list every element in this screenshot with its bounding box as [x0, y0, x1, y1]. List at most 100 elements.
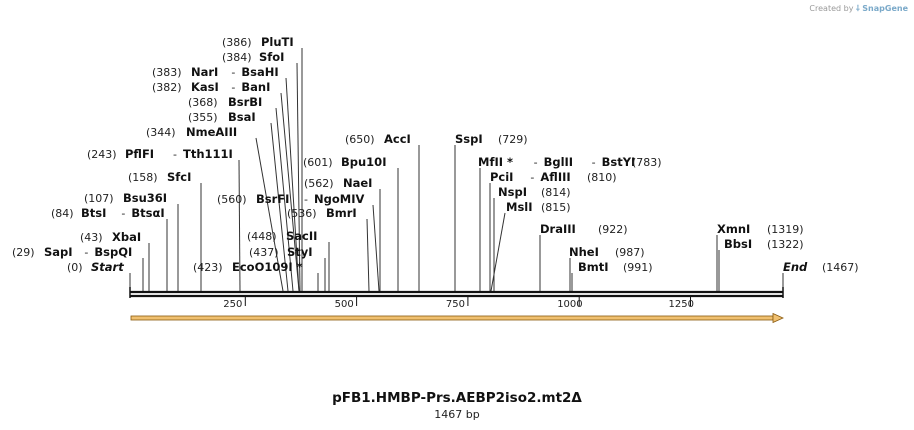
- restriction-site[interactable]: StyI(437): [249, 245, 313, 259]
- restriction-site[interactable]: BmrI (536): [287, 206, 357, 220]
- site-separator: -: [84, 246, 88, 259]
- site-connector-line: [296, 62, 301, 292]
- feature-arrow: [130, 312, 784, 324]
- site-name: SacII: [286, 229, 317, 243]
- site-name: KasI: [191, 80, 219, 94]
- site-position: (448): [247, 230, 277, 243]
- site-position: (158): [128, 171, 158, 184]
- site-position: (729): [498, 133, 528, 146]
- site-name: Start: [91, 260, 124, 274]
- site-separator: -: [534, 156, 538, 169]
- site-position: (1319): [767, 223, 804, 236]
- restriction-site[interactable]: PflFI-Tth111I(243): [87, 147, 233, 161]
- ruler-tick-label: 750: [446, 299, 465, 310]
- site-separator: -: [231, 81, 235, 94]
- restriction-site[interactable]: Bpu10I(601): [303, 155, 386, 169]
- site-name: BtsI: [81, 206, 106, 220]
- restriction-site[interactable]: SapI-BspQI(29): [12, 245, 132, 259]
- site-position: (382): [152, 81, 182, 94]
- restriction-site[interactable]: MslI(815): [506, 200, 571, 214]
- site-name: NspI: [498, 185, 527, 199]
- site-position: (43): [80, 231, 103, 244]
- site-position: (560): [217, 193, 247, 206]
- restriction-site[interactable]: BsrFI-NgoMIV(560): [217, 192, 364, 206]
- site-separator: -: [121, 207, 125, 220]
- site-name: NgoMIV: [314, 192, 364, 206]
- restriction-site[interactable]: XbaI(43): [80, 230, 141, 244]
- site-name: Tth111I: [183, 147, 233, 161]
- site-name: NmeAIII: [186, 125, 237, 139]
- ruler-tick-label: 1000: [557, 299, 582, 310]
- site-position: (987): [615, 246, 645, 259]
- site-separator: -: [592, 156, 596, 169]
- restriction-site[interactable]: SfcI(158): [128, 170, 191, 184]
- site-connector-line: [270, 122, 289, 292]
- site-position: (384): [222, 51, 252, 64]
- restriction-site[interactable]: XmnI (1319): [717, 222, 804, 236]
- map-length: 1467 bp: [434, 408, 480, 421]
- credit-brand: SnapGene: [862, 4, 908, 13]
- restriction-site[interactable]: BsaI(355): [188, 110, 256, 124]
- restriction-site[interactable]: EcoO109I *(423): [193, 260, 303, 274]
- site-position: (437): [249, 246, 279, 259]
- site-name: Bpu10I: [341, 155, 386, 169]
- site-name: MfII *: [478, 155, 513, 169]
- site-separator: -: [231, 66, 235, 79]
- restriction-site[interactable]: PciI-AflIII(810): [490, 170, 617, 184]
- restriction-site[interactable]: NheI (987): [569, 245, 645, 259]
- restriction-site[interactable]: BtsI -BtsαI (84): [51, 206, 165, 220]
- site-position: (991): [623, 261, 653, 274]
- site-position: (815): [541, 201, 571, 214]
- site-position: (0): [67, 261, 83, 274]
- restriction-site[interactable]: Start (0): [67, 260, 124, 274]
- restriction-site[interactable]: BbsI(1322): [724, 237, 804, 251]
- site-connector-line: [238, 159, 241, 292]
- site-name: SspI: [455, 132, 483, 146]
- restriction-site[interactable]: SfoI(384): [222, 50, 284, 64]
- restriction-site[interactable]: End(1467): [783, 260, 859, 274]
- site-name: BspQI: [94, 245, 132, 259]
- snapgene-credit: Created by ⸸ SnapGene: [809, 3, 908, 14]
- restriction-site[interactable]: BsrBI(368): [188, 95, 262, 109]
- restriction-site[interactable]: NmeAIII(344): [146, 125, 237, 139]
- restriction-site[interactable]: KasI-BanI(382): [152, 80, 270, 94]
- site-labels: PluTI(386)SfoI(384)NarI-BsaHI(383)KasI-B…: [12, 35, 859, 274]
- restriction-site[interactable]: NspI(814): [498, 185, 571, 199]
- restriction-site[interactable]: SspI (729): [455, 132, 528, 146]
- site-position: (29): [12, 246, 35, 259]
- site-connector-line: [255, 137, 284, 292]
- site-connectors: [129, 48, 784, 292]
- site-position: (1322): [767, 238, 804, 251]
- site-position: (84): [51, 207, 74, 220]
- site-position: (536): [287, 207, 317, 220]
- site-connector-line: [372, 204, 380, 292]
- site-name: BsrFI: [256, 192, 289, 206]
- restriction-site[interactable]: Bsu36I(107): [84, 191, 167, 205]
- restriction-site[interactable]: DraIII(922): [540, 222, 628, 236]
- site-name: NheI: [569, 245, 599, 259]
- site-name: DraIII: [540, 222, 576, 236]
- site-separator: -: [530, 171, 534, 184]
- site-name: XmnI: [717, 222, 750, 236]
- restriction-site[interactable]: NarI-BsaHI(383): [152, 65, 279, 79]
- site-name: BmrI: [326, 206, 357, 220]
- site-name: BstYI: [602, 155, 636, 169]
- site-position: (783): [632, 156, 662, 169]
- site-name: NarI: [191, 65, 218, 79]
- snapgene-logo-icon: ⸸: [855, 4, 860, 13]
- site-position: (383): [152, 66, 182, 79]
- restriction-site[interactable]: AccI(650): [345, 132, 411, 146]
- restriction-site[interactable]: PluTI(386): [222, 35, 294, 49]
- restriction-site[interactable]: NaeI(562): [304, 176, 372, 190]
- restriction-site[interactable]: BmtI(991): [578, 260, 653, 274]
- site-separator: -: [173, 148, 177, 161]
- restriction-site[interactable]: SacII (448): [247, 229, 317, 243]
- site-name: AflIII: [540, 170, 570, 184]
- site-name: BtsαI: [131, 206, 164, 220]
- restriction-site[interactable]: MfII *-BglII-BstYI(783): [478, 155, 662, 169]
- ruler-tick-label: 1250: [669, 299, 694, 310]
- site-position: (243): [87, 148, 117, 161]
- site-name: PluTI: [261, 35, 294, 49]
- site-position: (423): [193, 261, 223, 274]
